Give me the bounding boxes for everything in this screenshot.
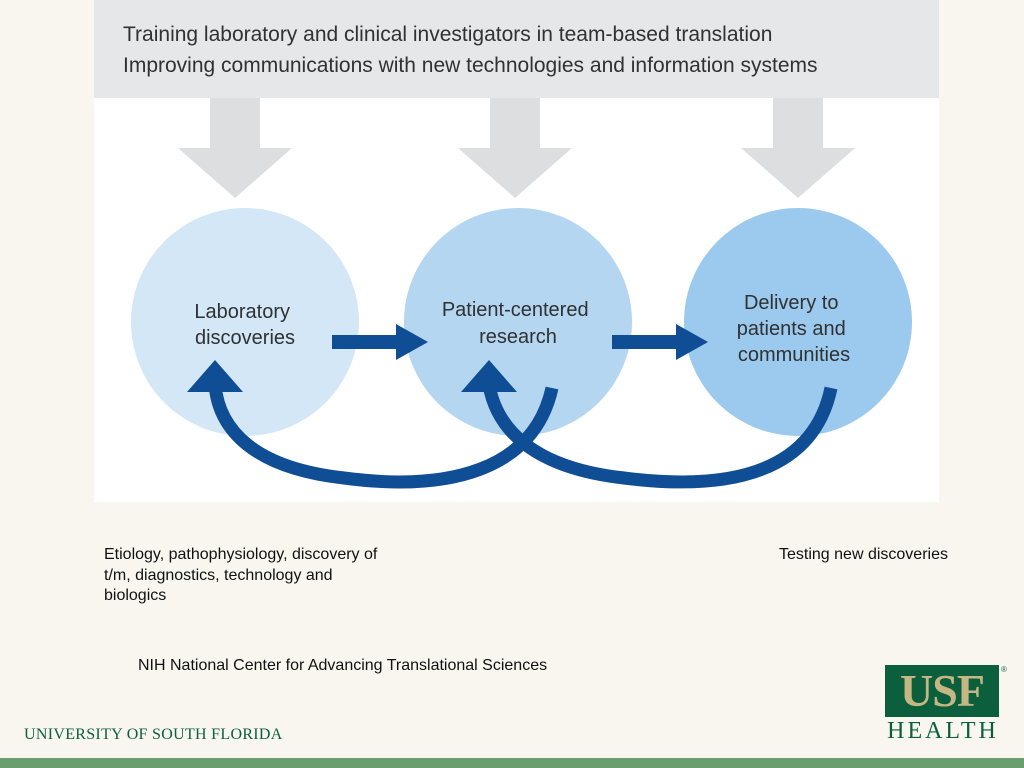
node-label-research-line1: Patient-centered <box>442 299 589 321</box>
node-label-lab-line2: discoveries <box>195 327 295 349</box>
node-label-delivery-line3: communities <box>738 344 850 366</box>
banner-arrow-right <box>741 98 855 198</box>
arrow-lab-to-research-head <box>396 324 428 360</box>
logo-usf: USF <box>885 665 999 717</box>
feedback-loop-delivery-to-research-head <box>461 360 517 392</box>
university-name: UNIVERSITY OF SOUTH FLORIDA <box>24 726 283 743</box>
arrow-research-to-delivery-head <box>676 324 708 360</box>
banner-arrow-center <box>458 98 572 198</box>
usf-health-logo: USF HEALTH ® <box>885 665 1007 744</box>
node-circle-delivery <box>684 208 912 436</box>
source-credit: NIH National Center for Advancing Transl… <box>138 657 548 674</box>
feedback-loop-delivery-to-research <box>482 383 838 489</box>
footer-bar <box>0 758 1024 768</box>
logo-registered-mark: ® <box>1001 665 1007 674</box>
note-left: Etiology, pathophysiology, discovery of … <box>104 546 378 604</box>
translation-diagram: Training laboratory and clinical investi… <box>94 0 939 502</box>
banner-arrow-left <box>178 98 292 198</box>
banner-line-1: Training laboratory and clinical investi… <box>123 23 773 46</box>
node-label-research: Patient-centered research <box>442 299 594 348</box>
node-label-delivery-line2: patients and <box>737 318 846 340</box>
node-label-delivery: Delivery to patients and communities <box>737 292 852 366</box>
banner: Training laboratory and clinical investi… <box>94 0 939 98</box>
node-circle-lab <box>131 208 359 436</box>
logo-health: HEALTH <box>887 718 999 744</box>
note-right: Testing new discoveries <box>779 546 948 563</box>
node-label-research-line2: research <box>479 326 557 348</box>
banner-line-2: Improving communications with new techno… <box>123 54 818 77</box>
feedback-loop-research-to-lab-head <box>187 360 243 392</box>
diagram-canvas: Laboratory discoveries Patient-centered … <box>131 98 912 489</box>
node-label-lab: Laboratory discoveries <box>194 301 295 349</box>
node-label-delivery-line1: Delivery to <box>744 292 838 314</box>
arrow-lab-to-research-shaft <box>332 335 398 349</box>
node-label-lab-line1: Laboratory <box>194 301 290 323</box>
arrow-research-to-delivery-shaft <box>612 335 678 349</box>
node-circle-research <box>404 208 632 436</box>
